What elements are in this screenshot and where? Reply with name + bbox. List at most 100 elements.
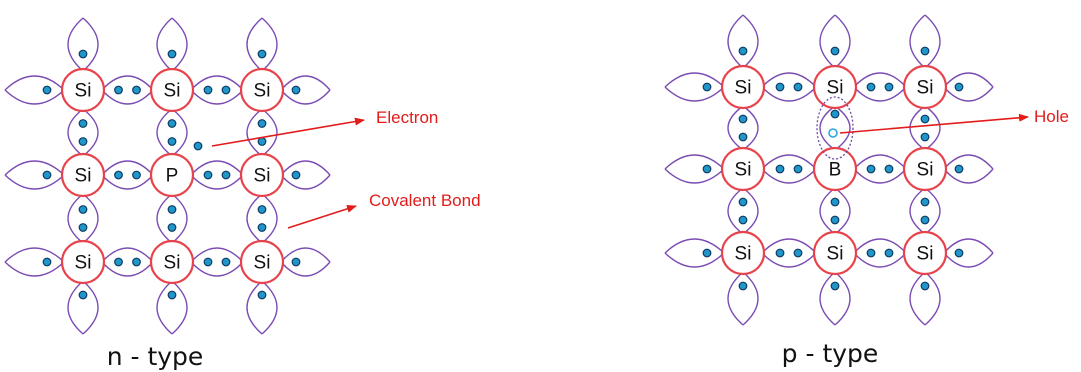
covalent-bond-arc xyxy=(853,154,907,170)
silicon-atom: Si xyxy=(149,67,195,113)
covalent-bond-arc xyxy=(101,261,154,277)
n-type-bond-arcs xyxy=(4,17,331,335)
covalent-bond-arc xyxy=(664,86,725,102)
covalent-bond-arc xyxy=(261,17,278,72)
covalent-bond-arc xyxy=(943,238,994,254)
electron-dot xyxy=(738,46,748,56)
atom-label: Si xyxy=(75,81,92,102)
electron-dot xyxy=(114,85,123,95)
covalent-bond-arc xyxy=(761,154,817,170)
covalent-bond-arc xyxy=(742,105,759,151)
atom-label: Si xyxy=(75,166,92,187)
covalent-bond-arc xyxy=(761,252,817,268)
covalent-bond-arc xyxy=(761,72,817,88)
free-electron-dot xyxy=(193,141,203,151)
electron-dot xyxy=(830,281,840,291)
covalent-bond-arc xyxy=(190,174,244,190)
covalent-bond-arc xyxy=(82,193,99,244)
silicon-atom: Si xyxy=(60,67,106,113)
silicon-atom: Si xyxy=(60,152,106,198)
atom-circle xyxy=(149,67,195,113)
electron-dot xyxy=(257,223,267,232)
covalent-bond-arc xyxy=(4,261,65,277)
atom-label: Si xyxy=(827,244,844,265)
electron-pointer-arrow xyxy=(211,117,365,147)
covalent-bond-arc xyxy=(82,280,99,335)
covalent-bond-arc xyxy=(190,89,244,105)
electron-dot xyxy=(775,248,785,258)
atom-circle xyxy=(902,146,948,192)
electron-dot xyxy=(221,170,231,180)
atom-circle xyxy=(720,64,766,110)
covalent-bond-arc xyxy=(190,160,244,176)
silicon-atom: Si xyxy=(60,239,106,285)
covalent-bond-arc xyxy=(101,174,154,190)
atom-label: Si xyxy=(917,78,934,99)
dopant-atom: P xyxy=(149,152,195,198)
covalent-bond-arc xyxy=(853,238,907,254)
atom-circle xyxy=(902,64,948,110)
covalent-bond-arc xyxy=(280,247,331,263)
covalent-bond-arc xyxy=(727,187,744,235)
covalent-bond-arc xyxy=(819,105,836,151)
covalent-bond-arc xyxy=(261,108,278,157)
electron-dot xyxy=(203,257,213,267)
electron-dot xyxy=(78,119,88,128)
electron-dot xyxy=(78,137,88,146)
covalent-bond-arc xyxy=(4,75,65,91)
covalent-bond-arc xyxy=(190,75,244,91)
covalent-bond-arc xyxy=(4,160,65,176)
covalent-bond-arc xyxy=(101,247,154,263)
atom-circle xyxy=(902,230,948,276)
covalent-bond-arc xyxy=(742,14,759,69)
covalent-bond-arc xyxy=(742,271,759,326)
covalent-bond-arc xyxy=(909,187,926,235)
electron-dot xyxy=(221,257,231,267)
covalent-bond-arc xyxy=(761,238,817,254)
atom-label: Si xyxy=(917,244,934,265)
covalent-bond-arc xyxy=(943,168,994,184)
covalent-bond-arc xyxy=(156,17,173,72)
covalent-bond-arc xyxy=(664,154,725,170)
silicon-atom: Si xyxy=(902,146,948,192)
electron-dot xyxy=(167,137,177,146)
electron-dot xyxy=(954,248,964,258)
electron-dot xyxy=(793,82,803,92)
electron-dot xyxy=(78,49,88,59)
covalent-bond-arc xyxy=(4,89,65,105)
atom-circle xyxy=(720,146,766,192)
hole-label: Hole xyxy=(1034,107,1069,126)
atom-label: Si xyxy=(164,81,181,102)
covalent-bond-arc xyxy=(171,108,188,157)
covalent-bond-arc xyxy=(853,72,907,88)
atom-circle xyxy=(239,239,285,285)
electron-dot xyxy=(920,114,930,124)
covalent-bond-arc xyxy=(834,105,851,151)
electron-dot xyxy=(702,248,712,258)
covalent-bond-arc xyxy=(834,14,851,69)
silicon-atom: Si xyxy=(720,230,766,276)
covalent-bond-arc xyxy=(280,89,331,105)
covalent-bond-arc xyxy=(101,75,154,91)
covalent-bond-arc xyxy=(909,105,926,151)
electron-dot xyxy=(920,46,930,56)
atom-circle xyxy=(60,152,106,198)
electron-dot xyxy=(203,85,213,95)
covalent-bond-arc xyxy=(943,86,994,102)
dopant-atom: B xyxy=(812,146,858,192)
silicon-atom: Si xyxy=(239,152,285,198)
covalent-bond-arc xyxy=(246,108,263,157)
electron-dot xyxy=(793,164,803,174)
covalent-bond-arc xyxy=(943,252,994,268)
electron-dot xyxy=(830,197,840,207)
hole-region-outline xyxy=(816,96,854,160)
atom-label: Si xyxy=(254,81,271,102)
covalent-bond-arc xyxy=(819,187,836,235)
electron-dot xyxy=(920,132,930,142)
electron-dot xyxy=(78,223,88,232)
covalent-bond-arc xyxy=(924,271,941,326)
covalent-bond-arc xyxy=(4,247,65,263)
n-type-caption: n - type xyxy=(107,342,204,371)
covalent-bond-arc xyxy=(171,193,188,244)
